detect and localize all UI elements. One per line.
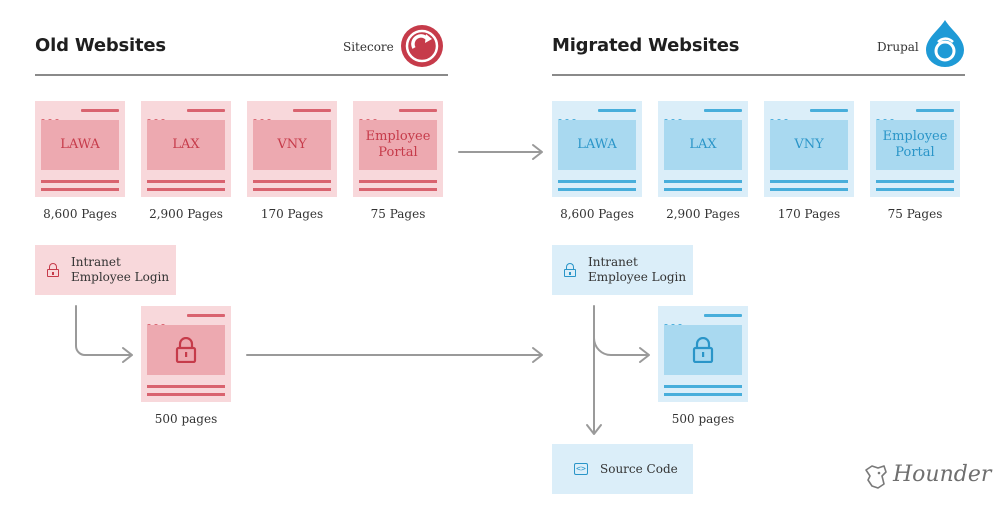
drupal-logo-icon — [924, 18, 966, 72]
old-site-window-lax: LAX — [141, 101, 231, 197]
secure-screen — [664, 325, 742, 375]
left-divider — [35, 74, 448, 76]
lock-icon — [692, 337, 714, 363]
new-site-window-employee-portal: Employee Portal — [870, 101, 960, 197]
drupal-label: Drupal — [877, 40, 919, 54]
old-employee-portal-pages: 75 Pages — [370, 207, 426, 221]
site-label: VNY — [770, 120, 848, 170]
source-code-label: Source Code — [600, 461, 678, 476]
new-site-window-lax: LAX — [658, 101, 748, 197]
old-site-window-vny: VNY — [247, 101, 337, 197]
old-lawa-pages: 8,600 Pages — [43, 207, 117, 221]
old-websites-heading: Old Websites — [35, 35, 166, 56]
site-label: LAWA — [41, 120, 119, 170]
new-intranet-box: Intranet Employee Login — [552, 245, 693, 295]
old-secure-pages-count: 500 pages — [154, 412, 218, 426]
site-label: LAX — [147, 120, 225, 170]
site-label: Employee Portal — [876, 120, 954, 170]
intranet-subtitle: Employee Login — [588, 270, 687, 284]
site-label: Employee Portal — [359, 120, 437, 170]
lock-icon — [564, 263, 576, 277]
sitecore-label: Sitecore — [343, 40, 394, 54]
old-site-window-lawa: LAWA — [35, 101, 125, 197]
new-vny-pages: 170 Pages — [777, 207, 841, 221]
migrated-websites-heading: Migrated Websites — [552, 35, 740, 56]
new-site-window-vny: VNY — [764, 101, 854, 197]
secure-screen — [147, 325, 225, 375]
old-lax-pages: 2,900 Pages — [149, 207, 223, 221]
old-vny-pages: 170 Pages — [260, 207, 324, 221]
intranet-subtitle: Employee Login — [71, 270, 170, 284]
old-site-window-employee-portal: Employee Portal — [353, 101, 443, 197]
intranet-title: Intranet — [588, 255, 638, 269]
hounder-brand: Hounder — [893, 462, 992, 487]
new-employee-portal-pages: 75 Pages — [887, 207, 943, 221]
site-label: LAX — [664, 120, 742, 170]
new-intranet-to-secure-arrow — [593, 337, 649, 356]
old-secure-pages-window — [141, 306, 231, 402]
new-secure-pages-window — [658, 306, 748, 402]
site-label: LAWA — [558, 120, 636, 170]
lock-icon — [175, 337, 197, 363]
new-lax-pages: 2,900 Pages — [666, 207, 740, 221]
new-site-window-lawa: LAWA — [552, 101, 642, 197]
code-icon: <> — [574, 463, 588, 475]
hounder-logo-icon — [862, 462, 892, 496]
site-label: VNY — [253, 120, 331, 170]
new-lawa-pages: 8,600 Pages — [560, 207, 634, 221]
source-code-box: <> Source Code — [552, 444, 693, 494]
old-intranet-box: Intranet Employee Login — [35, 245, 176, 295]
new-secure-pages-count: 500 pages — [671, 412, 735, 426]
lock-icon — [47, 263, 59, 277]
sitecore-logo-icon — [400, 24, 444, 72]
intranet-title: Intranet — [71, 255, 121, 269]
old-intranet-arrow — [75, 305, 132, 356]
right-divider — [552, 74, 965, 76]
